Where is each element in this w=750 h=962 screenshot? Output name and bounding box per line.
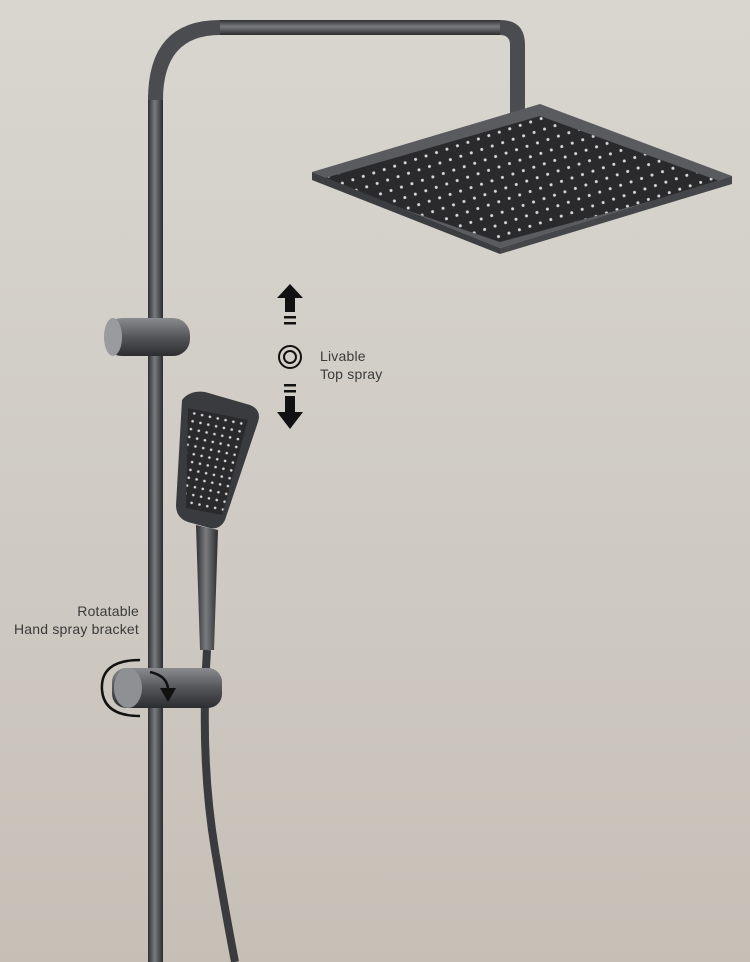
hand-shower [176, 391, 259, 650]
up-arrow-icon [277, 284, 303, 325]
bracket-line1: Rotatable [77, 603, 139, 619]
riser-pipe [148, 20, 525, 962]
bracket-annotation: Rotatable Hand spray bracket [14, 602, 139, 638]
top-spray-line2: Top spray [320, 366, 383, 382]
top-spray-annotation: Livable Top spray [320, 347, 383, 383]
top-shower-head [312, 104, 732, 254]
upper-slide-bracket [104, 318, 190, 356]
center-target-icon [278, 345, 302, 369]
down-arrow-icon [277, 384, 303, 429]
top-spray-line1: Livable [320, 348, 366, 364]
rotatable-bracket [100, 658, 222, 718]
rotate-arrow-icon [100, 658, 141, 718]
bracket-line2: Hand spray bracket [14, 621, 139, 637]
